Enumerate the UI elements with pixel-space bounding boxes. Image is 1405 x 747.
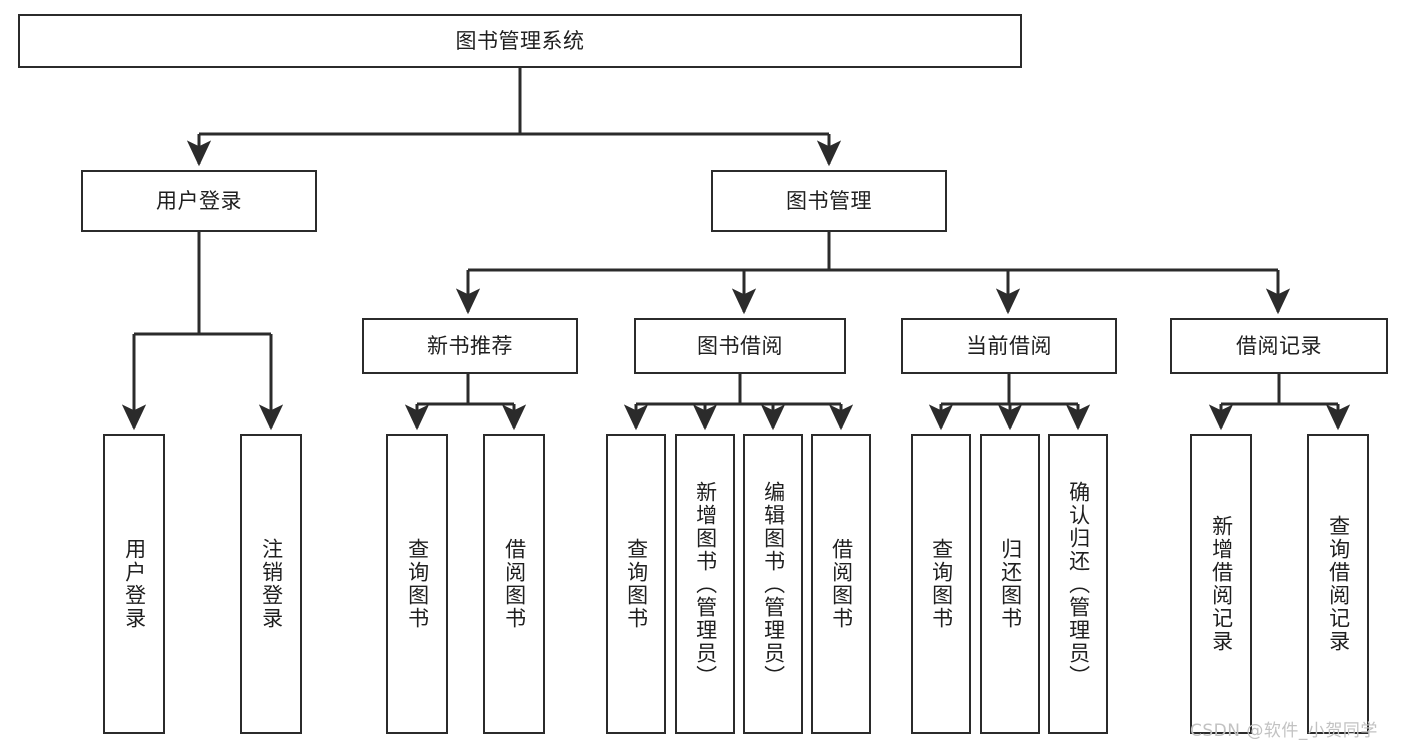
leaf-cb-confirm-return-admin[interactable]: 确认归还（管理员）: [1048, 434, 1108, 734]
leaf-user-login-label: 用户登录: [122, 538, 147, 630]
node-root-label: 图书管理系统: [455, 28, 585, 53]
leaf-br-query-record[interactable]: 查询借阅记录: [1307, 434, 1369, 734]
node-current-borrow[interactable]: 当前借阅: [901, 318, 1117, 374]
leaf-nbr-borrow-book-label: 借阅图书: [502, 538, 527, 630]
leaf-br-query-record-label: 查询借阅记录: [1326, 515, 1351, 653]
node-borrow-record-label: 借阅记录: [1236, 333, 1322, 358]
leaf-user-login[interactable]: 用户登录: [103, 434, 165, 734]
leaf-br-add-record-label: 新增借阅记录: [1209, 515, 1234, 653]
node-user-login[interactable]: 用户登录: [81, 170, 317, 232]
node-book-borrow-label: 图书借阅: [697, 333, 783, 358]
leaf-cb-query-book-label: 查询图书: [929, 538, 954, 630]
leaf-logout[interactable]: 注销登录: [240, 434, 302, 734]
leaf-bb-query-book-label: 查询图书: [624, 538, 649, 630]
node-book-management[interactable]: 图书管理: [711, 170, 947, 232]
leaf-logout-label: 注销登录: [259, 538, 284, 630]
leaf-cb-return-book[interactable]: 归还图书: [980, 434, 1040, 734]
leaf-bb-edit-book-admin-label: 编辑图书（管理员）: [761, 480, 786, 688]
leaf-cb-query-book[interactable]: 查询图书: [911, 434, 971, 734]
node-borrow-record[interactable]: 借阅记录: [1170, 318, 1388, 374]
node-current-borrow-label: 当前借阅: [966, 333, 1052, 358]
node-book-borrow[interactable]: 图书借阅: [634, 318, 846, 374]
leaf-bb-query-book[interactable]: 查询图书: [606, 434, 666, 734]
leaf-bb-add-book-admin[interactable]: 新增图书（管理员）: [675, 434, 735, 734]
leaf-bb-borrow-book[interactable]: 借阅图书: [811, 434, 871, 734]
node-root[interactable]: 图书管理系统: [18, 14, 1022, 68]
leaf-nbr-query-book[interactable]: 查询图书: [386, 434, 448, 734]
leaf-br-add-record[interactable]: 新增借阅记录: [1190, 434, 1252, 734]
node-book-management-label: 图书管理: [786, 188, 872, 213]
leaf-bb-edit-book-admin[interactable]: 编辑图书（管理员）: [743, 434, 803, 734]
leaf-nbr-borrow-book[interactable]: 借阅图书: [483, 434, 545, 734]
leaf-bb-add-book-admin-label: 新增图书（管理员）: [693, 480, 718, 688]
node-user-login-label: 用户登录: [156, 188, 242, 213]
node-new-book-recommend-label: 新书推荐: [427, 333, 513, 358]
leaf-cb-return-book-label: 归还图书: [998, 538, 1023, 630]
leaf-bb-borrow-book-label: 借阅图书: [829, 538, 854, 630]
csdn-watermark: CSDN @软件_小贺同学: [1190, 721, 1378, 741]
node-new-book-recommend[interactable]: 新书推荐: [362, 318, 578, 374]
leaf-nbr-query-book-label: 查询图书: [405, 538, 430, 630]
leaf-cb-confirm-return-admin-label: 确认归还（管理员）: [1066, 480, 1091, 688]
